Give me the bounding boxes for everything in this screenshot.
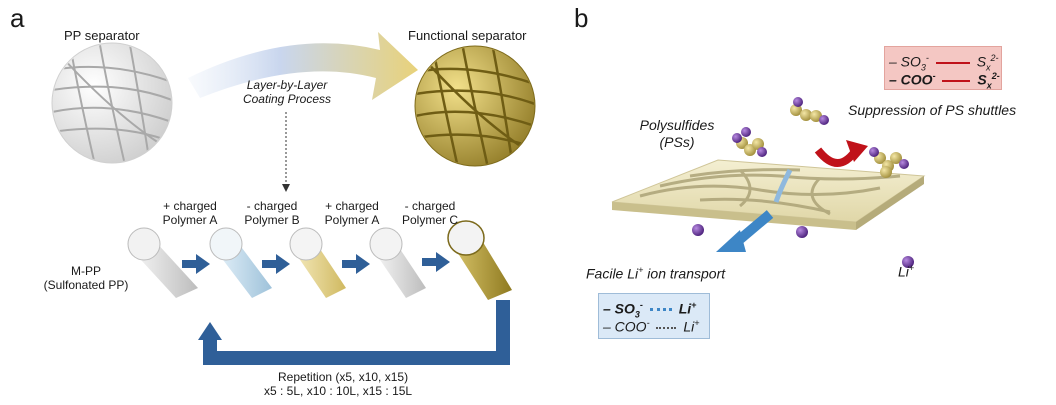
panel-label-b: b — [574, 3, 589, 33]
red-row1-right-sub: x — [986, 62, 991, 73]
polysulfides-label: Polysulfides (PSs) — [632, 117, 722, 151]
rod-4 — [369, 227, 426, 298]
mpp-line-1: M-PP — [71, 264, 101, 278]
blue-row1-left-sup: - — [639, 300, 643, 310]
step-1-polymer: Polymer A — [162, 213, 218, 227]
red-row2-right-sub: x — [986, 80, 992, 91]
li-ions — [692, 224, 914, 268]
red-row2-left: – COO — [889, 71, 933, 88]
step-arrows — [182, 252, 450, 274]
blue-row2-left: – COO — [603, 318, 647, 335]
coating-process-label: Layer-by-Layer Coating Process — [228, 78, 346, 106]
li-transport-arrow — [716, 168, 793, 252]
red-row1-left-sup: - — [925, 53, 929, 63]
red-row2-left-sup: - — [932, 71, 936, 81]
polysulfide-cluster-2 — [790, 97, 829, 125]
blue-box-row-1: – SO3- Li+ — [603, 296, 705, 319]
blue-box-row-2: – COO- Li+ — [603, 314, 705, 335]
coating-line-2: Coating Process — [242, 92, 332, 106]
blue-row2-left-sup: - — [646, 318, 650, 328]
blue-row1-dots — [649, 308, 672, 312]
red-row1-left: – SO — [889, 53, 921, 70]
blue-row2-right: Li — [683, 318, 695, 335]
rod-5 — [447, 220, 512, 300]
coating-line-1: Layer-by-Layer — [246, 78, 328, 92]
dashed-pointer-arrow — [282, 112, 290, 192]
facile-tail: ion transport — [643, 265, 726, 282]
red-row2-arrow — [942, 79, 971, 82]
step-label-4: - charged Polymer C — [380, 199, 480, 227]
membrane-sheet — [611, 159, 926, 230]
rod-3 — [289, 227, 346, 298]
red-row2-right: S — [977, 71, 987, 88]
rod-1 — [127, 227, 198, 298]
red-box-row-1: – SO3- Sx2- — [889, 49, 999, 72]
li-sup: + — [908, 263, 915, 273]
step-2-polymer: Polymer B — [244, 213, 300, 227]
step-4-polymer: Polymer C — [401, 213, 458, 227]
rejection-curved-arrow — [814, 140, 868, 167]
blue-row2-right-sup: + — [694, 318, 700, 328]
blue-row2-dots — [656, 326, 677, 329]
facile-sup: + — [638, 265, 644, 275]
red-row1-arrow — [935, 61, 970, 64]
panel-label-a: a — [10, 3, 25, 33]
step-label-1: + charged Polymer A — [140, 199, 240, 227]
blue-row1-right-sup: + — [691, 300, 697, 310]
red-row1-right-sup: 2- — [990, 53, 999, 63]
step-3-polymer: Polymer A — [324, 213, 380, 227]
functional-separator-sphere — [414, 45, 536, 167]
repetition-loop-arrow — [198, 300, 510, 365]
red-box-row-2: – COO- Sx2- — [889, 67, 1000, 90]
red-row2-right-sup: 2- — [991, 71, 1000, 81]
pp-separator-sphere — [51, 42, 173, 164]
li-ion-label: Li+ — [898, 263, 914, 280]
mpp-label: M-PP (Sulfonated PP) — [36, 264, 136, 292]
red-row1-left-sub: 3 — [920, 62, 926, 73]
repetition-line-2: x5 : 5L, x10 : 10L, x15 : 15L — [264, 384, 413, 398]
repetition-label: Repetition (x5, x10, x15) x5 : 5L, x10 :… — [264, 370, 412, 398]
pp-separator-label: PP separator — [64, 28, 140, 43]
polysulfides-line-1: Polysulfides — [639, 117, 715, 133]
blue-row1-right: Li — [678, 300, 692, 317]
rod-2 — [209, 227, 272, 298]
big-curved-arrow — [188, 32, 418, 100]
step-label-3: + charged Polymer A — [302, 199, 402, 227]
repetition-line-1: Repetition (x5, x10, x15) — [278, 370, 409, 384]
step-1-charge: + charged — [163, 199, 217, 213]
red-interaction-box: – SO3- Sx2- – COO- Sx2- — [884, 46, 1002, 90]
red-row1-right: S — [976, 53, 987, 70]
facile-text: Facile Li — [586, 265, 639, 282]
mpp-line-2: (Sulfonated PP) — [43, 278, 129, 292]
blue-row1-left-sub: 3 — [634, 309, 640, 320]
suppression-label: Suppression of PS shuttles — [848, 102, 1017, 118]
li-text: Li — [898, 263, 909, 280]
blue-interaction-box: – SO3- Li+ – COO- Li+ — [598, 293, 710, 339]
step-3-charge: + charged — [325, 199, 379, 213]
step-2-charge: - charged — [246, 199, 298, 213]
step-4-charge: - charged — [404, 199, 456, 213]
polysulfides-line-2: (PSs) — [659, 134, 695, 150]
step-label-2: - charged Polymer B — [222, 199, 322, 227]
functional-separator-label: Functional separator — [408, 28, 527, 43]
facile-transport-label: Facile Li+ ion transport — [586, 265, 725, 282]
polysulfide-cluster-3 — [869, 147, 909, 178]
polysulfide-cluster-1 — [732, 127, 767, 157]
blue-row1-left: – SO — [603, 300, 635, 317]
